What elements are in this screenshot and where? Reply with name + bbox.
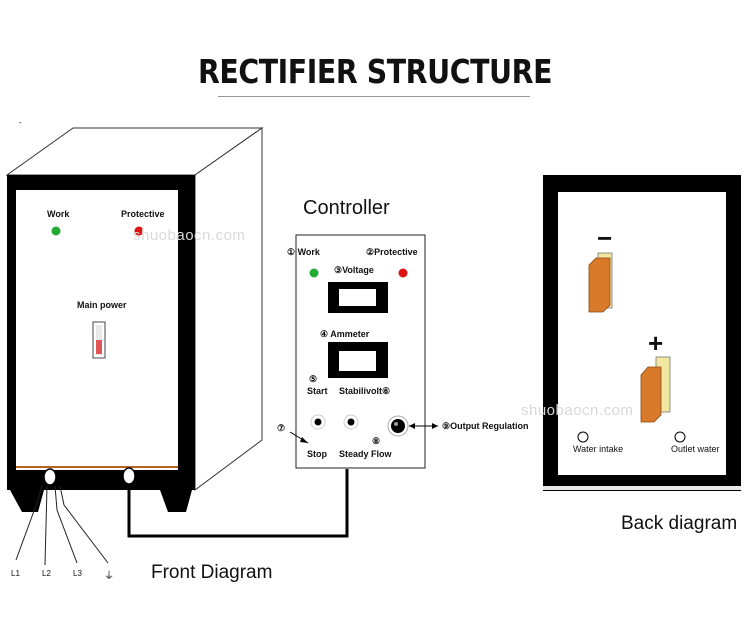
stop-label: Stop (307, 449, 327, 459)
input-wires (15, 485, 109, 566)
watermark-back: shuobaocn.com (521, 402, 634, 419)
ammeter-label: ④ Ammeter (320, 329, 370, 339)
outlet-water-label: Outlet water (671, 444, 720, 454)
controller-cable (127, 469, 349, 538)
controller-protective-led (398, 268, 408, 278)
steady-flow-number: ⑧ (372, 436, 381, 446)
front-work-label: Work (47, 209, 70, 219)
terminal-l1: L1 (11, 569, 20, 578)
ground-icon: ⏚ (104, 571, 114, 582)
start-label: Start (307, 386, 328, 396)
page-title: RECTIFIER STRUCTURE (197, 52, 553, 91)
water-intake-label: Water intake (573, 444, 624, 454)
stray-mark: - (19, 118, 22, 127)
controller-title: Controller (303, 197, 390, 219)
front-diagram-caption: Front Diagram (151, 562, 273, 583)
stabilivolt-label: Stabilivolt⑥ (339, 386, 391, 396)
front-protective-led (134, 226, 144, 236)
watermark: shuobaocn.com (133, 227, 246, 244)
terminal-l3: L3 (73, 569, 82, 578)
back-diagram-caption: Back diagram (621, 513, 738, 534)
front-work-led (51, 226, 61, 236)
back-panel (543, 175, 741, 491)
stop-number: ⑦ (277, 423, 286, 433)
positive-sign: + (648, 328, 664, 358)
front-protective-label: Protective (121, 209, 165, 219)
terminal-l2: L2 (42, 569, 51, 578)
output-regulation-label: ⑨Output Regulation (442, 421, 529, 431)
negative-sign: − (597, 223, 613, 253)
controller-work-led (309, 268, 319, 278)
steady-flow-label: Steady Flow (339, 449, 392, 459)
controller-protective-label: ②Protective (366, 247, 418, 257)
title-underline (218, 96, 530, 97)
voltage-label: ③Voltage (334, 265, 374, 275)
controller-work-label: ① Work (287, 247, 320, 257)
start-number: ⑤ (309, 374, 318, 384)
front-cabinet (5, 127, 264, 512)
main-power-label: Main power (77, 300, 127, 310)
